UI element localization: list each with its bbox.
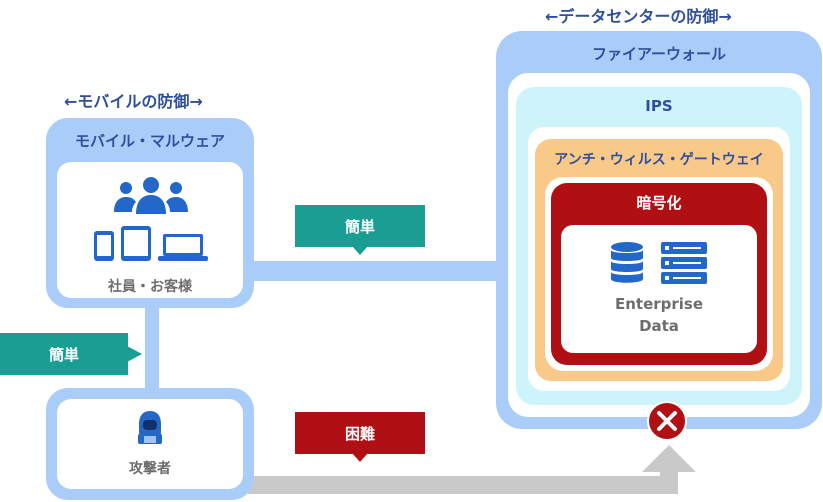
attacker-box: 攻撃者: [46, 388, 254, 500]
ips-layer: IPS アンチ・ウィルス・ゲートウェイ 暗号化: [516, 87, 802, 405]
hard-arrow-shaft: [248, 476, 676, 494]
firewall-layer: ファイアーウォール IPS アンチ・ウィルス・ゲートウェイ 暗号化: [496, 31, 822, 429]
enterprise-data-panel: Enterprise Data: [561, 225, 757, 353]
antivirus-label: アンチ・ウィルス・ゲートウェイ: [554, 152, 764, 168]
easy-tag-top-pointer: [352, 246, 368, 255]
attacker-inner-panel: 攻撃者: [57, 399, 243, 489]
hard-tag: 困難: [295, 412, 425, 454]
vertical-connector: [145, 300, 159, 392]
easy-tag-top: 簡単: [295, 205, 425, 247]
blocked-x-icon: [647, 401, 687, 441]
mobile-malware-box: モバイル・マルウェア 社員・お客様: [46, 118, 254, 308]
ips-inner: アンチ・ウィルス・ゲートウェイ 暗号化: [528, 127, 790, 391]
hard-arrow-riser: [660, 470, 678, 494]
datacenter-defense-heading: ←データセンターの防御→: [545, 7, 732, 26]
mobile-inner-panel: 社員・お客様: [57, 162, 243, 298]
mobile-defense-heading: ←モバイルの防御→: [64, 92, 203, 111]
easy-tag-left-pointer: [127, 346, 142, 362]
enterprise-data-label-line2: Data: [639, 317, 679, 335]
firewall-label: ファイアーウォール: [591, 45, 727, 63]
attacker-label: 攻撃者: [129, 461, 171, 477]
hacker-icon: [138, 411, 162, 444]
mobile-malware-title: モバイル・マルウェア: [74, 132, 225, 150]
encryption-layer: 暗号化: [551, 183, 767, 365]
firewall-inner: IPS アンチ・ウィルス・ゲートウェイ 暗号化: [508, 73, 810, 417]
users-group-icon: [114, 177, 188, 214]
encryption-label: 暗号化: [636, 194, 682, 212]
easy-arrow-shaft: [250, 261, 520, 281]
easy-tag-left: 簡単: [0, 333, 128, 375]
antivirus-layer: アンチ・ウィルス・ゲートウェイ 暗号化: [535, 139, 783, 381]
users-label: 社員・お客様: [108, 279, 192, 295]
antivirus-inner: 暗号化: [545, 177, 773, 371]
ips-label: IPS: [645, 97, 673, 115]
enterprise-data-label-line1: Enterprise: [614, 295, 704, 313]
database-server-icon: [611, 242, 707, 284]
hard-arrow-head: [642, 445, 696, 472]
hard-tag-pointer: [352, 453, 368, 462]
devices-icon: [94, 226, 208, 261]
